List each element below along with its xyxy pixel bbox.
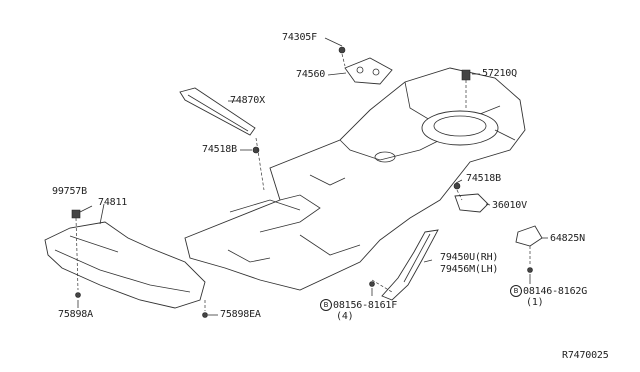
panel-74560 bbox=[344, 57, 393, 85]
label-64825n: 64825N bbox=[550, 233, 585, 244]
leader-lines bbox=[75, 37, 548, 316]
label-36010v: 36010V bbox=[492, 200, 527, 211]
undercover-74811 bbox=[44, 221, 206, 309]
label-08156-8161f: 08156-8161F bbox=[333, 300, 398, 311]
label-08146-qty: (1) bbox=[526, 297, 544, 308]
label-08146-8162g: 08146-8162G bbox=[523, 286, 588, 297]
label-75898ea: 75898EA bbox=[220, 309, 261, 320]
side-member-79450 bbox=[381, 229, 439, 301]
bracket-36010v bbox=[454, 193, 489, 213]
label-74870x: 74870X bbox=[230, 95, 265, 106]
label-74518b-right: 74518B bbox=[466, 173, 501, 184]
fasteners bbox=[71, 46, 533, 318]
label-57210q: 57210Q bbox=[482, 68, 517, 79]
label-99757b: 99757B bbox=[52, 186, 87, 197]
label-74560: 74560 bbox=[296, 69, 326, 80]
label-08156-qty: (4) bbox=[336, 311, 354, 322]
bolt-b-symbol: B bbox=[510, 285, 522, 297]
bracket-64825n bbox=[515, 225, 543, 247]
bolt-b-symbol: B bbox=[320, 299, 332, 311]
floor-panel bbox=[184, 67, 526, 291]
label-75898a: 75898A bbox=[58, 309, 93, 320]
label-74305f: 74305F bbox=[282, 32, 317, 43]
reference-code: R7470025 bbox=[562, 350, 609, 361]
label-74518b-left: 74518B bbox=[202, 144, 237, 155]
label-79456m: 79456M(LH) bbox=[440, 264, 499, 275]
label-74811: 74811 bbox=[98, 197, 128, 208]
label-79450u: 79450U(RH) bbox=[440, 252, 499, 263]
floor-rail-74870x bbox=[179, 87, 256, 136]
